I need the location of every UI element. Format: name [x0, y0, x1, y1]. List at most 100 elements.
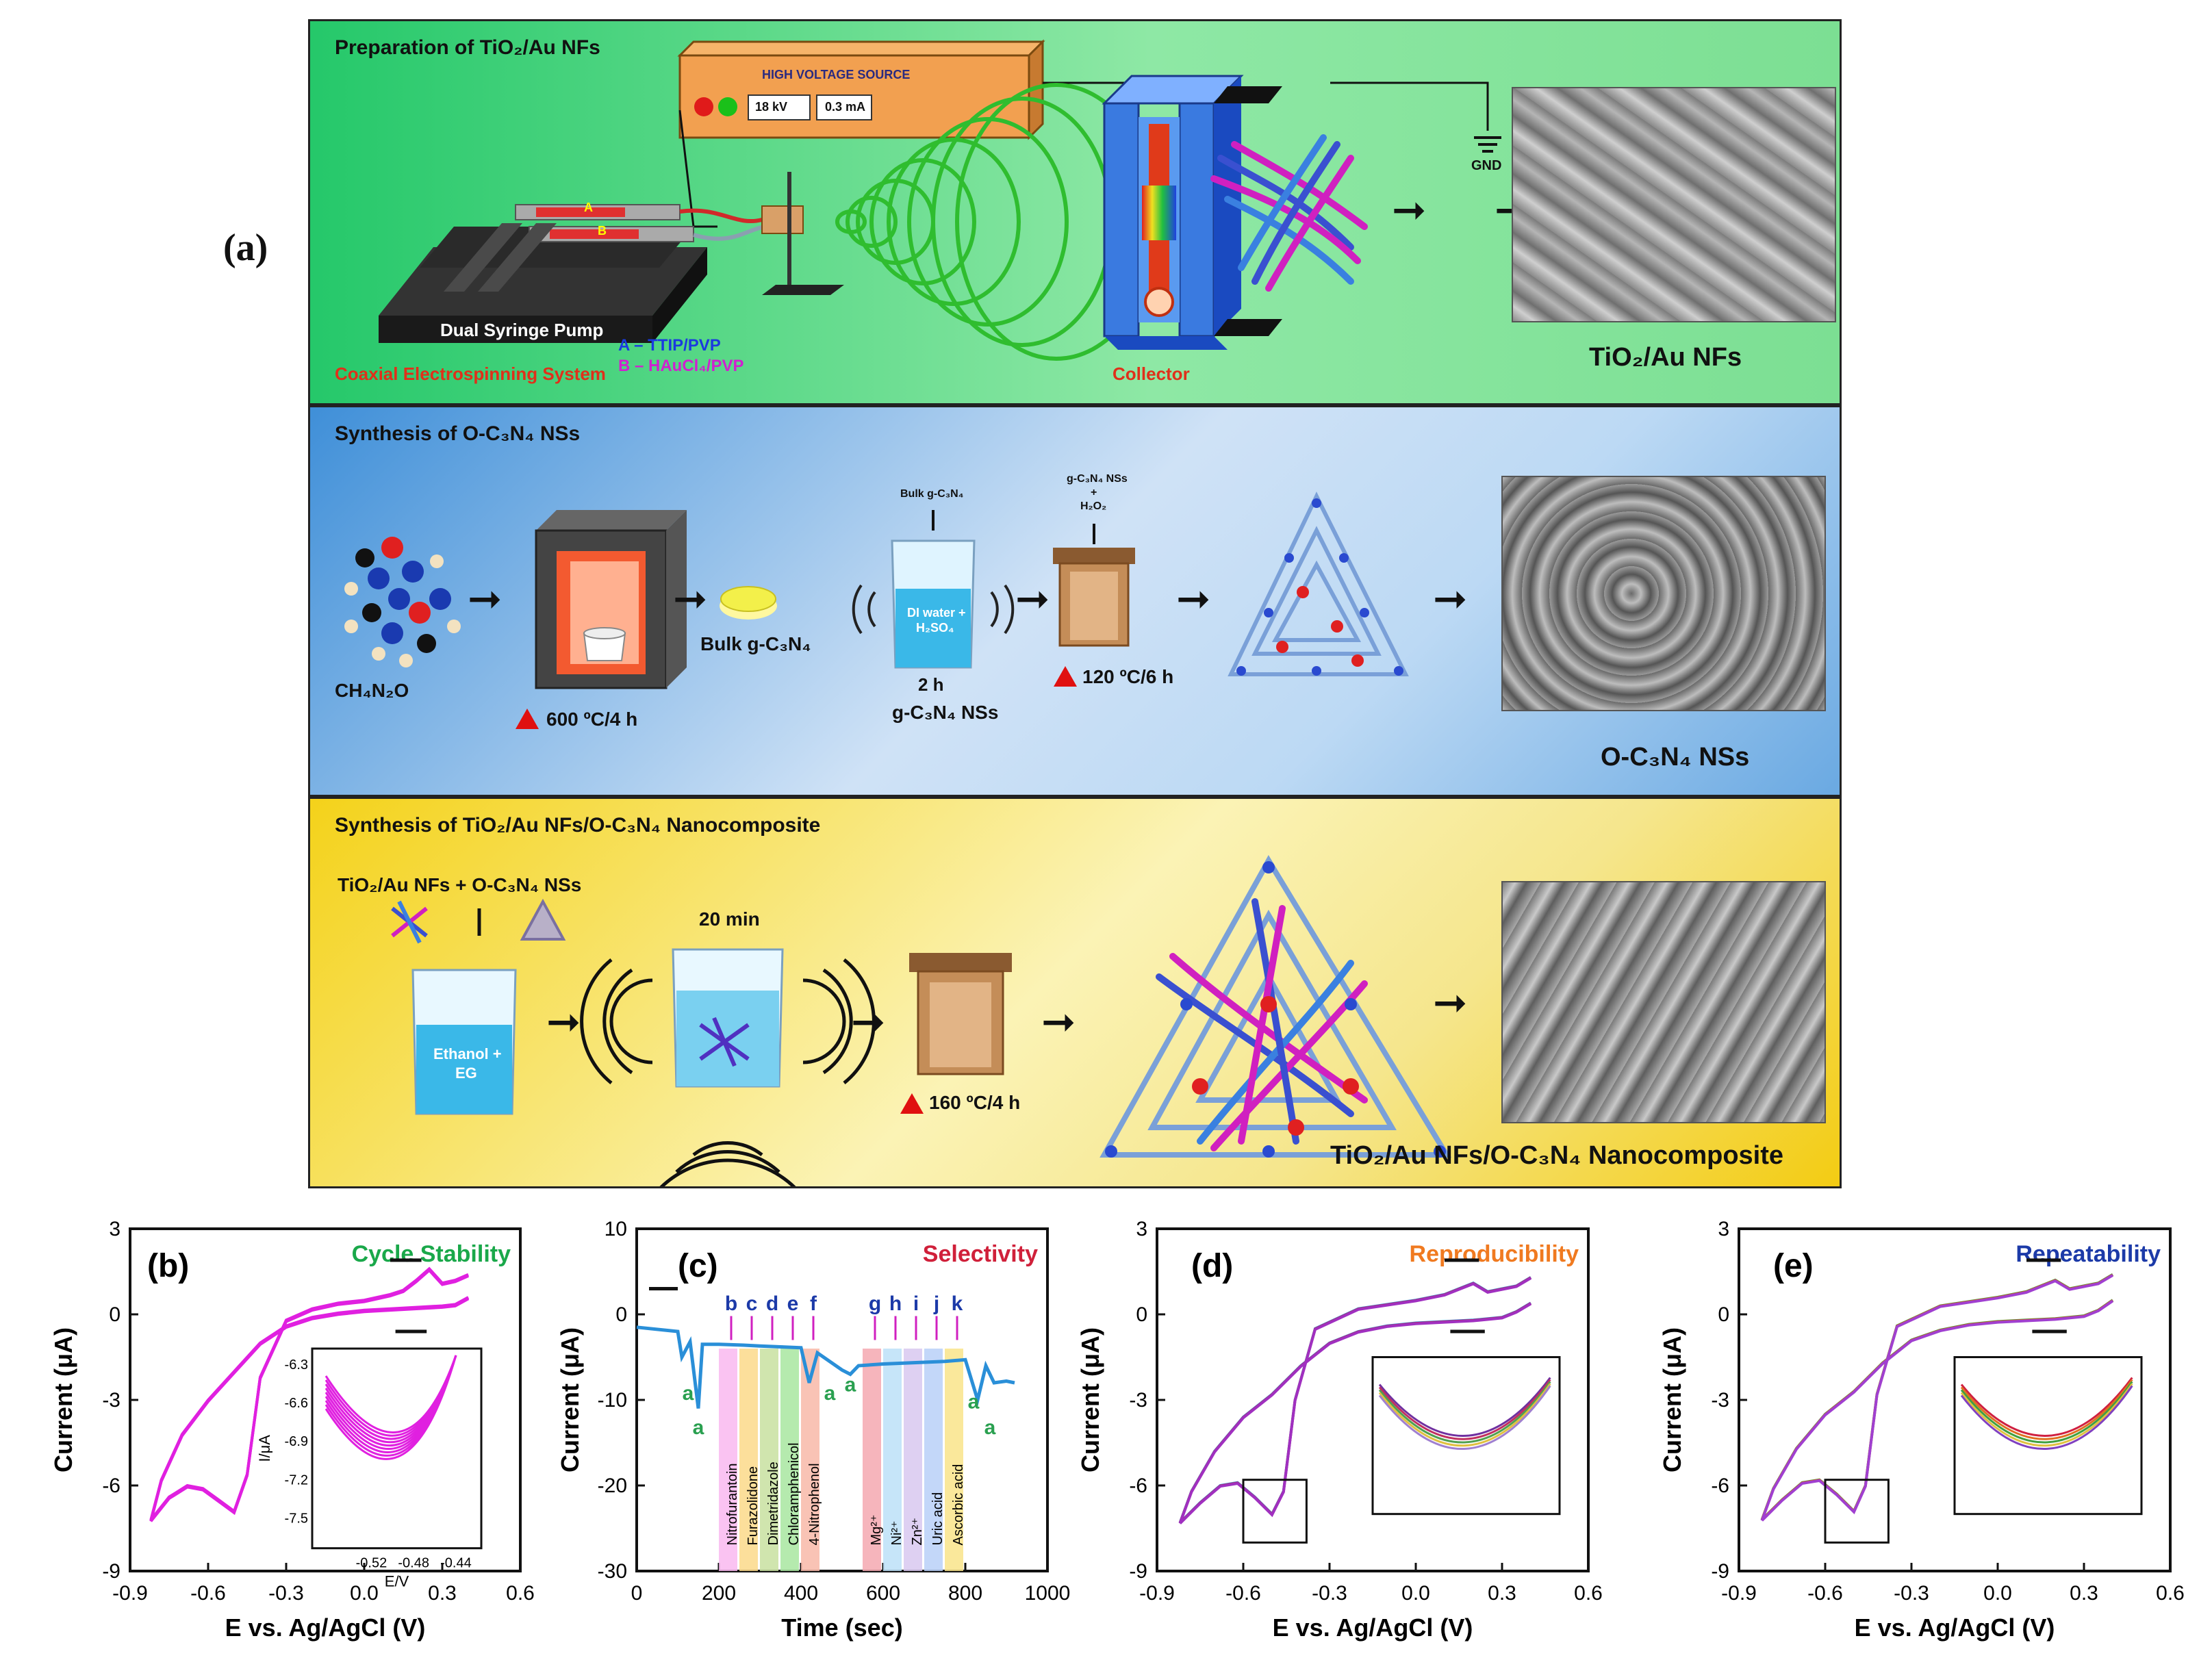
- x-tick-label: 0.3: [1488, 1582, 1516, 1605]
- collector: [1102, 75, 1282, 350]
- interferent-letter: h: [889, 1292, 902, 1315]
- composite-network: [1099, 855, 1452, 1158]
- interferent-band: [801, 1349, 819, 1571]
- inset-x-tick: -0.44: [440, 1556, 472, 1571]
- beaker-text-1: DI water +: [907, 606, 966, 620]
- bulk-small-label: Bulk g-C₃N₄: [900, 488, 964, 500]
- y-tick-label: -30: [598, 1560, 627, 1583]
- cv-reverse-scan: [1760, 1299, 2114, 1521]
- x-tick-label: 800: [948, 1582, 982, 1605]
- y-tick-label: -3: [1129, 1389, 1147, 1412]
- y-tick-label: 0: [109, 1303, 120, 1326]
- x-tick-label: 0.6: [2156, 1582, 2185, 1605]
- arrow-p3-2: ➞: [851, 999, 886, 1045]
- arrow-p3-1: ➞: [546, 999, 581, 1045]
- x-tick-label: 0: [631, 1582, 643, 1605]
- y-tick-label: 3: [1718, 1218, 1729, 1240]
- x-tick-label: -0.6: [190, 1582, 226, 1605]
- x-tick-label: 600: [866, 1582, 900, 1605]
- hv-kv-readout: 18 kV: [755, 100, 788, 114]
- x-tick-label: -0.9: [1721, 1582, 1757, 1605]
- chart-title: Cycle Stability: [352, 1241, 511, 1267]
- arrow-1: ➞: [1392, 187, 1427, 233]
- inset-curve: [1378, 1377, 1551, 1437]
- sem-image-o-c3n4: [1501, 476, 1826, 711]
- interferent-label: Chloramphenicol: [787, 1442, 802, 1545]
- addition-label: a: [968, 1391, 980, 1414]
- heat-triangle-icon-3: [900, 1093, 924, 1114]
- y-tick-label: -20: [598, 1475, 627, 1497]
- arrow-p2-2: ➞: [673, 576, 708, 622]
- interferent-label: Dimetridazole: [766, 1462, 781, 1545]
- interferent-label: Furazolidone: [746, 1466, 761, 1546]
- stir-time: 20 min: [699, 908, 760, 930]
- y-tick-label: -10: [598, 1389, 627, 1412]
- furnace-condition: 600 ºC/4 h: [546, 709, 638, 730]
- y-tick-label: -3: [102, 1389, 120, 1412]
- panel-label: (c): [678, 1248, 718, 1284]
- nanocomposite-illustration: [391, 855, 1452, 1186]
- interferent-label: Mg²⁺: [869, 1515, 884, 1546]
- addition-label: a: [683, 1382, 694, 1405]
- panel-label: (e): [1773, 1248, 1814, 1284]
- beaker-1: [852, 510, 1015, 669]
- synthesis-illustration: [344, 492, 1409, 689]
- interferent-band: [760, 1349, 778, 1571]
- autoclave-top-3: H₂O₂: [1080, 500, 1107, 512]
- y-tick-label: 3: [109, 1218, 120, 1240]
- x-tick-label: 200: [702, 1582, 736, 1605]
- bulk-label: Bulk g-C₃N₄: [700, 633, 811, 654]
- interferent-letter: k: [952, 1292, 963, 1315]
- hv-ma-readout: 0.3 mA: [825, 100, 866, 114]
- sem-image-tio2-au-nfs: [1512, 87, 1836, 322]
- o-c3n4-synthesis-panel: Synthesis of O-C₃N₄ NSs: [308, 405, 1842, 797]
- cv-forward-scan: [149, 1268, 469, 1522]
- y-tick-label: 0: [1136, 1303, 1147, 1326]
- inset-curve: [1378, 1385, 1551, 1450]
- panel-label: (b): [147, 1248, 189, 1284]
- sonication-time: 2 h: [918, 674, 944, 695]
- beaker-text-4: EG: [455, 1064, 477, 1082]
- x-tick-label: 0.6: [506, 1582, 535, 1605]
- electrospinning-panel: Preparation of TiO₂/Au NFs: [308, 19, 1842, 405]
- x-tick-label: 0.0: [1983, 1582, 2012, 1605]
- y-tick-label: -9: [1711, 1560, 1729, 1583]
- inset-curve: [1960, 1379, 2133, 1440]
- solution-b-label: B – HAuCl₄/PVP: [618, 357, 744, 375]
- urea-molecule-model: [344, 537, 461, 667]
- panel-label: (d): [1191, 1248, 1233, 1284]
- y-tick-label: 3: [1136, 1218, 1147, 1240]
- y-tick-label: 0: [615, 1303, 627, 1326]
- y-axis-label: Current (μA): [556, 1327, 584, 1472]
- y-tick-label: -6: [102, 1475, 120, 1497]
- panel-3-title: Synthesis of TiO₂/Au NFs/O-C₃N₄ Nanocomp…: [335, 814, 821, 837]
- interferent-band: [904, 1349, 922, 1571]
- x-tick-label: 0.0: [350, 1582, 379, 1605]
- inset-curve: [325, 1355, 457, 1460]
- inset-x-tick: -0.52: [356, 1556, 387, 1571]
- interferent-band: [780, 1349, 799, 1571]
- heat-triangle-icon: [516, 709, 539, 729]
- interferent-letter: c: [746, 1292, 758, 1315]
- y-tick-label: -6: [1129, 1475, 1147, 1497]
- system-label: Coaxial Electrospinning System: [335, 363, 606, 384]
- chart-title: Repeatability: [2016, 1241, 2161, 1267]
- collector-label: Collector: [1113, 363, 1190, 384]
- zoom-box: [1824, 1479, 1890, 1544]
- pump-label: Dual Syringe Pump: [440, 320, 604, 340]
- arrow-p3-3: ➞: [1041, 999, 1076, 1045]
- interferent-letter: e: [787, 1292, 799, 1315]
- sem-image-nanocomposite: [1501, 881, 1826, 1123]
- interferent-letter: b: [725, 1292, 737, 1315]
- nanocomposite-synthesis-panel: Synthesis of TiO₂/Au NFs/O-C₃N₄ Nanocomp…: [308, 797, 1842, 1188]
- mix-label: TiO₂/Au NFs + O-C₃N₄ NSs: [338, 874, 582, 895]
- product-label-composite: TiO₂/Au NFs/O-C₃N₄ Nanocomposite: [1330, 1141, 1784, 1170]
- chart-title: Reproducibility: [1410, 1241, 1579, 1267]
- arrow-p3-4: ➞: [1433, 980, 1468, 1025]
- x-tick-label: -0.9: [112, 1582, 148, 1605]
- panel-a-label: (a): [223, 227, 268, 269]
- x-tick-label: 1000: [1025, 1582, 1071, 1605]
- interferent-letter: f: [810, 1292, 817, 1315]
- y-axis-label: Current (μA): [1658, 1327, 1686, 1472]
